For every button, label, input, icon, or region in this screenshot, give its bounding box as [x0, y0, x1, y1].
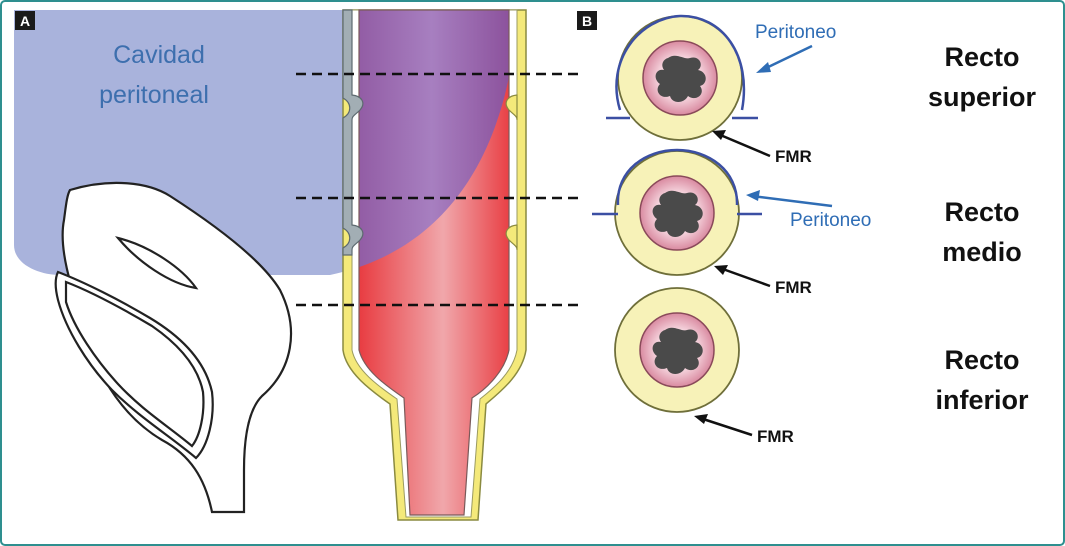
fmr-arrow-middle — [714, 265, 771, 288]
peritoneo-arrow-middle — [746, 190, 833, 208]
cross-section-middle — [592, 148, 762, 276]
level-superior-line1: Recto — [944, 42, 1019, 72]
level-inferior-line1: Recto — [944, 345, 1019, 375]
cavity-label-line1: Cavidad — [113, 41, 205, 69]
rectum-wall — [342, 9, 527, 521]
level-middle-line1: Recto — [944, 197, 1019, 227]
panel-a-letter: A — [20, 13, 30, 29]
fmr-label-middle: FMR — [775, 278, 812, 297]
fmr-arrow-inferior — [694, 414, 753, 437]
fmr-arrow-superior — [712, 130, 771, 158]
panel-a-badge — [15, 11, 35, 30]
panel-b-badge — [577, 11, 597, 30]
cross-section-inferior — [614, 287, 740, 413]
rectum-wall-fold-right — [505, 94, 518, 251]
panel-a: A Cavidad peritoneal — [14, 9, 578, 521]
level-inferior-line2: inferior — [935, 385, 1029, 415]
peritoneal-fold-left — [342, 9, 364, 256]
peritoneo-label-middle: Peritoneo — [790, 210, 871, 231]
fmr-label-superior: FMR — [775, 147, 812, 166]
level-superior-line2: superior — [928, 82, 1037, 112]
peritoneo-label-superior: Peritoneo — [755, 22, 836, 43]
level-middle-line2: medio — [942, 237, 1022, 267]
cross-section-superior — [606, 14, 758, 141]
cavity-label-line2: peritoneal — [99, 81, 209, 109]
panel-b: B — [577, 11, 1037, 446]
peritoneo-arrow-superior — [756, 44, 813, 73]
pelvic-bone — [54, 181, 292, 514]
fmr-label-inferior: FMR — [757, 427, 794, 446]
panel-b-letter: B — [582, 13, 592, 29]
